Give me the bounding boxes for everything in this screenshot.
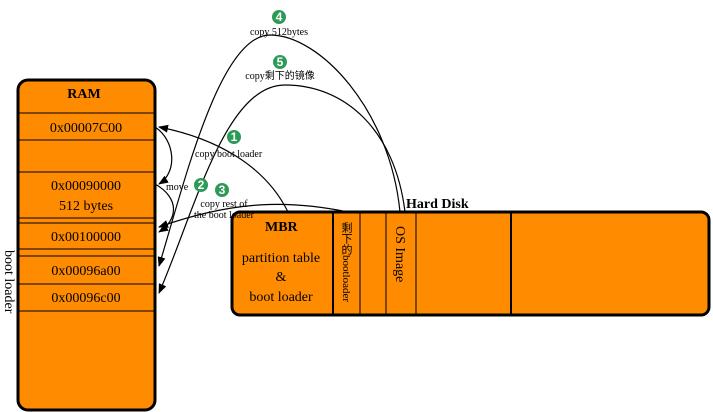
step-2: 2 move [166, 178, 208, 193]
step-1: 1 copy boot loader [195, 130, 263, 160]
step-2-number: 2 [198, 178, 205, 192]
step-2-label: move [166, 182, 189, 193]
step-3-label-line1: copy rest of [200, 199, 248, 210]
step-5: 5 copy剩下的镜像 [245, 55, 315, 82]
arrow-copy-rest [158, 203, 349, 228]
mbr-ampersand: & [276, 270, 287, 285]
step-5-label: copy剩下的镜像 [245, 69, 314, 82]
step-3: 3 copy rest of the boot loader [194, 183, 255, 221]
ram-cell-90000: 0x00090000 [51, 179, 121, 194]
step-5-number: 5 [277, 55, 284, 69]
arrow-copy-512bytes [157, 34, 401, 267]
ram-cell-96a00: 0x00096a00 [51, 264, 120, 279]
disk-segment-rest-bootloader: 剩下的bootloader [340, 222, 352, 303]
step-3-number: 3 [219, 183, 226, 197]
ram-block: RAM 0x00007C00 0x00090000 512 bytes 0x00… [16, 78, 157, 412]
arrow-copy-boot-loader [158, 124, 289, 213]
step-4-number: 4 [276, 10, 283, 24]
step-1-label: copy boot loader [195, 149, 263, 160]
ram-cell-100000: 0x00100000 [51, 230, 121, 245]
mbr-partition-table: partition table [242, 251, 320, 266]
hard-disk-title: Hard Disk [406, 197, 469, 212]
step-4-label: copy 512bytes [250, 27, 308, 38]
arrow-move-2 [154, 183, 174, 233]
disk-segment-os-image: OS Image [392, 226, 407, 283]
step-4: 4 copy 512bytes [250, 10, 308, 38]
ram-title: RAM [67, 87, 100, 102]
step-3-label-line2: the boot loader [194, 210, 255, 221]
ram-cell-90000-size: 512 bytes [59, 199, 113, 214]
step-1-number: 1 [231, 130, 238, 144]
mbr-boot-loader: boot loader [249, 290, 313, 305]
boot-loader-side-label: boot loader [1, 250, 16, 314]
arrow-move [154, 126, 173, 185]
hard-disk-block: Hard Disk MBR partition table & boot loa… [230, 197, 711, 317]
mbr-title: MBR [265, 220, 299, 235]
arrow-copy-image [158, 84, 406, 294]
ram-cell-7c00: 0x00007C00 [50, 121, 122, 136]
ram-cell-96c00: 0x00096c00 [51, 291, 120, 306]
copy-arrows [154, 34, 406, 294]
